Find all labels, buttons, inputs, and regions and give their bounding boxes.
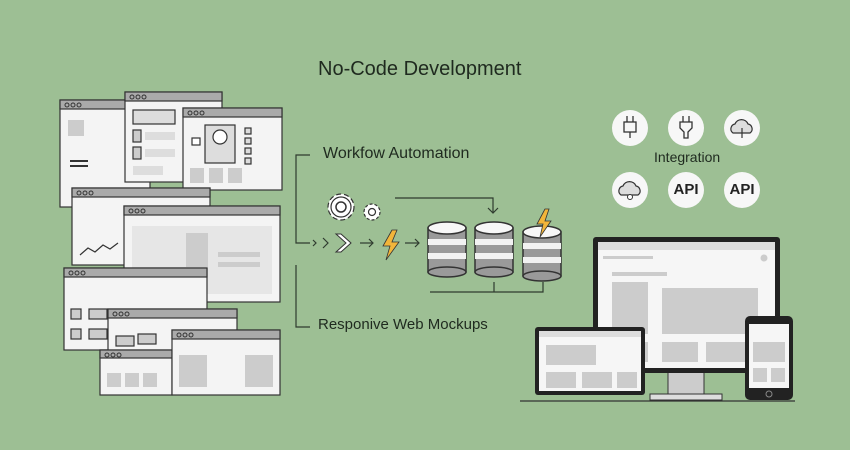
flow-connectors xyxy=(295,154,544,328)
api-label: API xyxy=(729,181,755,198)
integration-label: Integration xyxy=(654,149,721,165)
plug-icon xyxy=(668,110,704,146)
gear-icon xyxy=(363,203,381,221)
chevron-icon xyxy=(334,233,352,253)
mockup-window xyxy=(171,329,281,396)
lightning-icon xyxy=(536,208,552,238)
integration-icons xyxy=(612,110,760,208)
workflow-automation-label: Workfow Automation xyxy=(323,145,470,162)
mockup-windows xyxy=(59,91,283,396)
cloud-icon xyxy=(612,172,648,208)
phone xyxy=(745,316,793,400)
page-title: No-Code Development xyxy=(318,58,522,80)
api-icon xyxy=(668,172,704,208)
responsive-web-mockups-label: Responive Web Mockups xyxy=(318,316,488,333)
api-icon xyxy=(724,172,760,208)
database-icon xyxy=(474,221,514,278)
gear-icon xyxy=(327,193,355,221)
laptop xyxy=(535,327,645,395)
plug-icon xyxy=(612,110,648,146)
database-icon xyxy=(427,221,467,278)
mockup-window xyxy=(182,107,283,191)
api-label: API xyxy=(673,181,699,198)
lightning-icon xyxy=(382,229,400,261)
cloud-icon xyxy=(724,110,760,146)
mockup-window xyxy=(99,349,173,396)
